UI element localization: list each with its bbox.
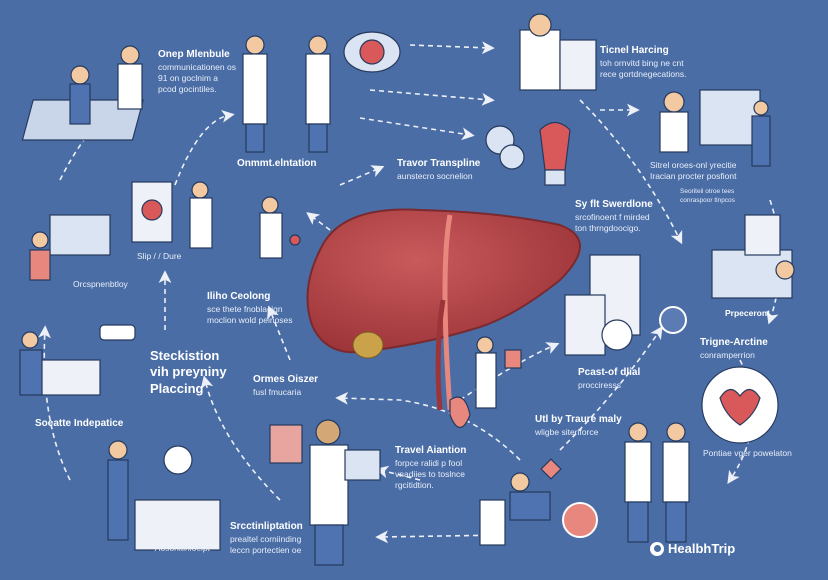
label-title: Iliho Ceolong <box>207 291 271 302</box>
label-line: sce thete fnoblacign <box>207 303 283 314</box>
label-line: Pontiae vger powelaton <box>703 448 792 458</box>
label-line: Sitrel oroes-onl yrecitie <box>650 160 737 170</box>
label-onmmt: Onmmt.elntation <box>237 157 316 171</box>
label-slip-dure: Slip / / Dure <box>137 251 181 262</box>
label-orcspnenbtloy: Orcspnenbtloy <box>73 279 128 290</box>
label-title: Onmmt.elntation <box>237 158 317 169</box>
liver-icon <box>306 208 581 411</box>
label-title: Sy flt Swerdlone <box>575 199 653 210</box>
label-line: vnadiies to toslnce <box>395 468 465 479</box>
label-line: vih preyniny <box>150 364 227 380</box>
label-line: Iracian procter posfiont <box>650 171 737 182</box>
label-title: Orcspnenbtloy <box>73 279 128 289</box>
label-line: fusl fmucaria <box>253 386 302 397</box>
label-line: moclion wold peinoses <box>207 314 293 325</box>
label-soeatte: Soeatte Indepatice <box>35 417 123 431</box>
logo-text: HealbhTrip <box>668 541 736 556</box>
label-title: Onep Mlenbule <box>158 49 230 60</box>
label-title: Soeatte Indepatice <box>35 418 124 429</box>
label-title: Travor Transpline <box>397 158 481 169</box>
label-line: toh ornvitd bing ne cnt <box>600 57 684 68</box>
label-prpeceront: Prpeceront <box>725 308 770 319</box>
label-line: rece gortdnegecations. <box>600 68 687 79</box>
label-title: Utl by Traure maly <box>535 414 622 425</box>
label-title: Aosonitlnloelpt <box>155 543 211 553</box>
label-title: Slip / / Dure <box>137 251 182 261</box>
label-line: leccn portectien oe <box>230 544 302 555</box>
label-line: Seoriteil otroe tees <box>680 188 735 195</box>
label-line: 91 on goclnim a <box>158 72 219 83</box>
label-line: rgcitidtion. <box>395 480 434 491</box>
label-pontiae: Pontiae vger powelaton <box>703 448 792 459</box>
healthtrip-logo: HealbhTrip <box>650 541 735 556</box>
label-line: conramperrion <box>700 349 755 360</box>
people-figures <box>19 13 795 566</box>
label-title: Srcctinliptation <box>230 521 303 532</box>
label-title: Ormes Oiszer <box>253 374 319 385</box>
label-line: ton thrngdoocigo. <box>575 222 641 233</box>
label-line: wligbe siteriforce <box>535 426 599 437</box>
label-line: pcod gocintiles. <box>158 84 217 95</box>
label-title: Prpeceront <box>725 308 770 318</box>
label-line: procciresss <box>578 379 621 390</box>
label-line: srcofinoent f mirded <box>575 211 650 222</box>
label-title: Pcast-of dlial <box>578 367 641 378</box>
label-line: aunstecro socnelion <box>397 170 473 181</box>
label-line: forpce ralidi p fool <box>395 457 463 468</box>
logo-circle-icon <box>650 541 664 556</box>
label-line: communicationen os <box>158 61 236 72</box>
label-aosonitlnloelpt: Aosonitlnloelpt <box>155 543 210 554</box>
label-title: Ticnel Harcing <box>600 45 669 56</box>
label-title: Trigne-Arctine <box>700 337 768 348</box>
label-line: Steckistion <box>150 348 220 363</box>
label-line: prealtel corniinding <box>230 533 302 544</box>
label-line: Placcing <box>150 380 204 396</box>
label-line: conraspoor tlnpcos <box>680 196 735 204</box>
label-title: Travel Aiantion <box>395 445 467 456</box>
